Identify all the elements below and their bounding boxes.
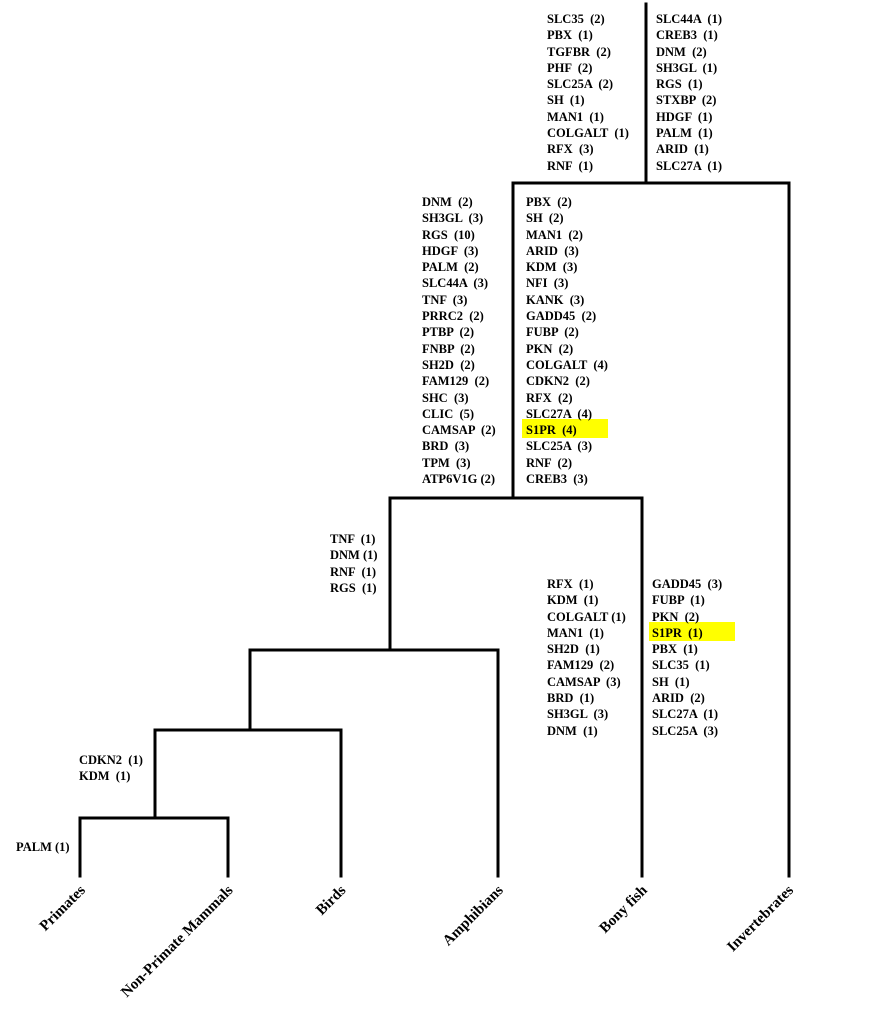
gene-label: MAN1 (2): [526, 227, 583, 242]
gene-label: SLC27A (1): [656, 158, 722, 173]
gene-label: NFI (3): [526, 276, 569, 291]
gene-label: SLC27A (1): [652, 707, 718, 722]
gene-label: RGS (1): [330, 580, 377, 595]
gene-label: ATP6V1G (2): [422, 472, 496, 487]
vertebrates-right-gene-list: PBX (2) SH (2)MAN1 (2)ARID (3) KDM (3)NFI …: [526, 194, 608, 487]
gene-label: RGS (10): [422, 227, 475, 242]
gene-label: SH2D (2): [422, 357, 475, 372]
gene-label: RGS (1): [656, 77, 703, 92]
root-right-gene-list: SLC44A (1) CREB3 (1)DNM (2)SH3GL (1) RGS (…: [656, 11, 722, 174]
gene-label: PALM (1): [656, 126, 713, 141]
gene-label: PALM (1): [16, 840, 70, 854]
gene-label: CDKN2 (2): [526, 374, 590, 389]
gene-label: SLC35 (1): [652, 658, 710, 673]
s1pr-highlight-bony-fish: [649, 622, 735, 641]
gene-label: SH (1): [652, 674, 690, 689]
gene-label: ARID (1): [656, 142, 709, 157]
gene-label: FAM129 (2): [547, 658, 615, 673]
gene-label: CLIC (5): [422, 406, 475, 421]
gene-label: CDKN2 (1): [79, 753, 143, 767]
gene-label: PKN (2): [652, 609, 700, 624]
vertebrates-left-gene-list: DNM (2) SH3GL (3)RGS (10)HDGF (3) PALM (2)…: [422, 194, 496, 487]
gene-label: RNF (2): [526, 455, 573, 470]
gene-label: PTBP (2): [422, 325, 475, 340]
gene-label: PRRC2 (2): [422, 309, 484, 324]
gene-label: PBX (2): [526, 195, 572, 209]
gene-label: DNM (1): [547, 723, 598, 738]
gene-label: SHC (3): [422, 390, 469, 405]
gene-label: GADD45 (2): [526, 309, 597, 324]
gene-label: MAN1 (1): [547, 109, 604, 124]
bony-fish-right-gene-list: GADD45 (3) FUBP (1)PKN (2)S1PR (1) PBX (1)…: [652, 576, 722, 739]
gene-label: SLC25A (2): [547, 77, 613, 92]
gene-label: SLC44A (1): [656, 12, 722, 26]
gene-label: MAN1 (1): [547, 625, 604, 640]
gene-label: SH3GL (3): [422, 211, 484, 226]
gene-label: PKN (2): [526, 341, 574, 356]
gene-label: TPM (3): [422, 455, 471, 470]
gene-label: SH2D (1): [547, 642, 600, 657]
gene-label: PALM (2): [422, 260, 479, 275]
gene-label: SLC25A (3): [526, 439, 592, 454]
gene-label: SLC25A (3): [652, 723, 718, 738]
gene-label: GADD45 (3): [652, 577, 723, 591]
root-left-gene-list: SLC35 (2) PBX (1)TGFBR (2)PHF (2) SLC25A (…: [547, 11, 629, 174]
gene-label: BRD (1): [547, 691, 595, 706]
gene-label: KDM (3): [526, 260, 578, 275]
gene-label: SH (2): [526, 211, 564, 226]
gene-label: RFX (1): [547, 577, 594, 591]
gene-label: DNM (2): [656, 44, 707, 59]
gene-label: SH3GL (3): [547, 707, 609, 722]
gene-label: COLGALT (1): [547, 126, 629, 141]
gene-label: SLC44A (3): [422, 276, 488, 291]
gene-label: PBX (1): [547, 28, 593, 43]
bony-fish-left-gene-list: RFX (1) KDM (1)COLGALT (1)MAN1 (1) SH2D (1…: [547, 576, 626, 739]
gene-label: RFX (3): [547, 142, 594, 157]
gene-label: KANK (3): [526, 292, 585, 307]
gene-label: SH (1): [547, 93, 585, 108]
gene-label: PBX (1): [652, 642, 698, 657]
gene-label: SH3GL (1): [656, 60, 718, 75]
gene-label: S1PR (4): [526, 423, 577, 438]
gene-label: TNF (3): [422, 292, 468, 307]
gene-label: HDGF (1): [656, 109, 713, 124]
gene-label: S1PR (1): [652, 625, 703, 640]
gene-label: CREB3 (1): [656, 28, 718, 43]
gene-label: FUBP (1): [652, 593, 705, 608]
primates-gene-list: PALM (1): [16, 839, 70, 855]
gene-label: SLC27A (4): [526, 406, 592, 421]
gene-label: COLGALT (1): [547, 609, 626, 624]
gene-label: COLGALT (4): [526, 357, 608, 372]
gene-label: ARID (3): [526, 243, 579, 258]
gene-label: RNF (1): [330, 564, 377, 579]
s1pr-highlight-vertebrates: [522, 419, 608, 438]
gene-label: BRD (3): [422, 439, 470, 454]
gene-label: FAM129 (2): [422, 374, 490, 389]
mammals-gene-list: CDKN2 (1) KDM (1): [79, 752, 143, 785]
gene-label: ARID (2): [652, 691, 705, 706]
gene-label: DNM (1): [330, 548, 378, 563]
gene-label: PHF (2): [547, 60, 593, 75]
gene-label: HDGF (3): [422, 243, 479, 258]
gene-label: KDM (1): [79, 769, 131, 784]
gene-label: RFX (2): [526, 390, 573, 405]
gene-label: TGFBR (2): [547, 44, 611, 59]
gene-label: KDM (1): [547, 593, 599, 608]
gene-label: RNF (1): [547, 158, 594, 173]
gene-label: CAMSAP (3): [547, 674, 621, 689]
gene-label: DNM (2): [422, 195, 473, 209]
gene-label: SLC35 (2): [547, 12, 605, 26]
tetrapods-gene-list: TNF (1) DNM (1)RNF (1)RGS (1): [330, 531, 378, 596]
gene-label: FNBP (2): [422, 341, 475, 356]
gene-label: TNF (1): [330, 532, 376, 546]
gene-label: STXBP (2): [656, 93, 717, 108]
gene-label: FUBP (2): [526, 325, 579, 340]
gene-label: CREB3 (3): [526, 472, 588, 487]
gene-label: CAMSAP (2): [422, 423, 496, 438]
